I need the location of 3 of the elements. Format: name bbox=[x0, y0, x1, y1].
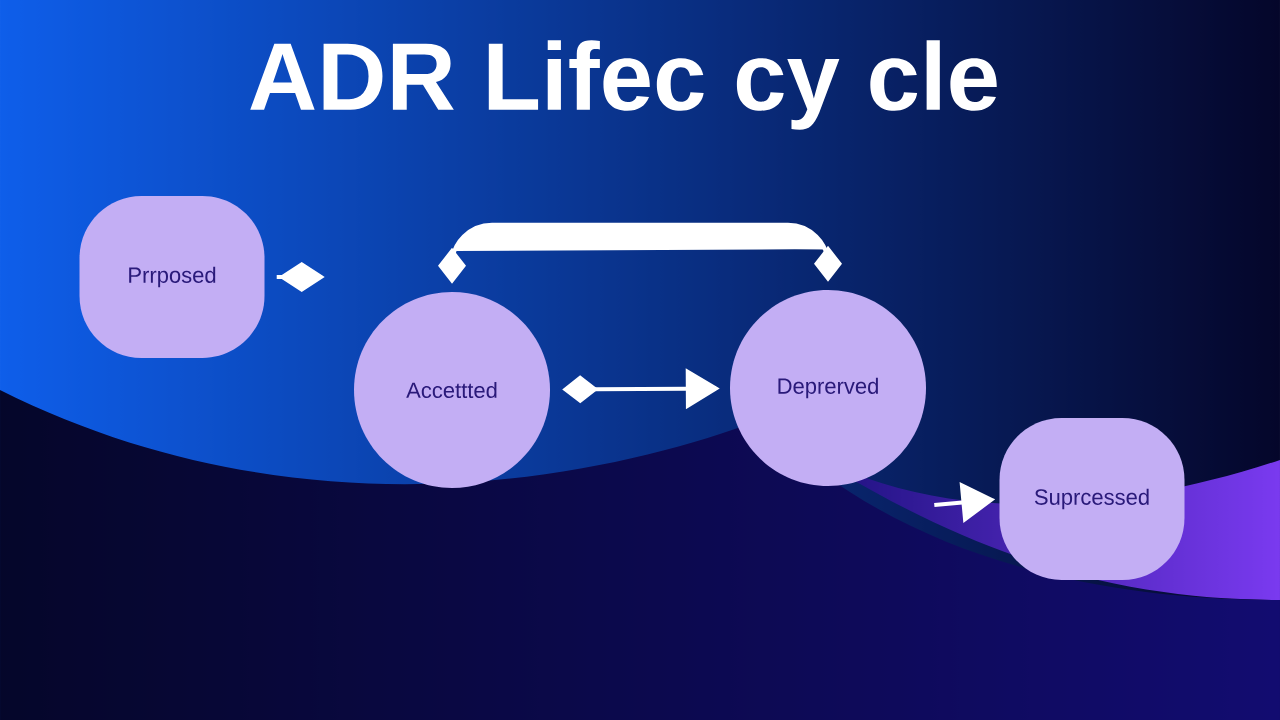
rounded-box: Suprcessed bbox=[999, 418, 1185, 580]
title: ADR Lifec cy cle bbox=[250, 40, 997, 130]
rounded-box: Prrposed bbox=[79, 196, 265, 358]
